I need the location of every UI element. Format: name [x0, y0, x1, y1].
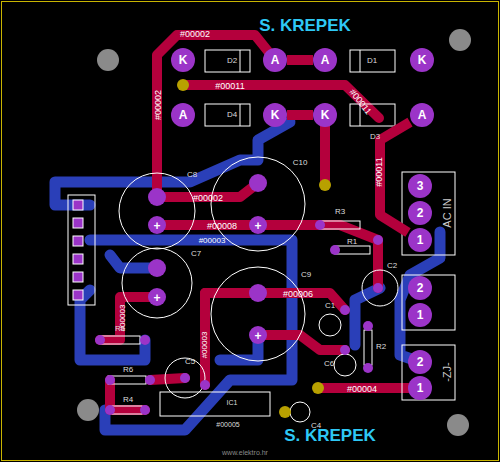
pad-label: 2: [417, 282, 424, 294]
silkscreen-label: +: [254, 330, 261, 342]
pad-label: A: [179, 109, 188, 121]
author-text: S. KREPEK: [284, 427, 376, 444]
silkscreen-label: C7: [191, 250, 201, 258]
net-name: #00004: [347, 385, 377, 394]
net-name: #00002: [193, 194, 223, 203]
pad-label: 1: [417, 234, 424, 246]
pad-label: 1: [417, 309, 424, 321]
silkscreen-label: +: [153, 292, 160, 304]
net-name: #00008: [207, 222, 237, 231]
solder-pad: 3: [408, 174, 432, 198]
silkscreen-label: AC IN: [442, 198, 453, 227]
pad-label: K: [271, 109, 280, 121]
solder-pad: 1: [408, 303, 432, 327]
pad-label: K: [321, 109, 330, 121]
silkscreen-label: R2: [376, 343, 386, 351]
net-name: #00011: [375, 157, 384, 186]
pad-label: A: [321, 54, 330, 66]
net-name: #00002: [180, 30, 210, 39]
pad-label: 2: [417, 207, 424, 219]
solder-pad: K: [313, 103, 337, 127]
net-name: #00005: [216, 421, 239, 428]
silkscreen-label: R1: [347, 238, 357, 246]
silkscreen-label: C9: [301, 271, 311, 279]
net-name: #00002: [154, 90, 163, 120]
net-name: #00011: [215, 82, 244, 91]
solder-pad: K: [263, 103, 287, 127]
solder-pad: A: [263, 48, 287, 72]
silkscreen-label: C8: [187, 171, 197, 179]
author-text: S. KREPEK: [259, 17, 351, 34]
solder-pad: 1: [408, 228, 432, 252]
silkscreen-label: R4: [123, 396, 133, 404]
solder-pad: A: [313, 48, 337, 72]
net-name: #00006: [283, 290, 313, 299]
copper-trace: [380, 122, 410, 232]
silkscreen-label: D3: [370, 133, 380, 141]
solder-pad: 1: [408, 376, 432, 400]
silkscreen-label: R3: [335, 208, 345, 216]
silkscreen-label: D4: [227, 111, 237, 119]
pad-label: 1: [417, 382, 424, 394]
net-name: #00003: [201, 332, 209, 359]
pad-label: K: [418, 54, 427, 66]
silkscreen-label: C10: [293, 159, 308, 167]
silkscreen-label: C5: [185, 358, 195, 366]
silkscreen-label: D2: [227, 57, 237, 65]
silkscreen-label: +: [153, 220, 160, 232]
solder-pad: A: [171, 103, 195, 127]
copper-trace: [287, 110, 313, 120]
silkscreen-label: -ZJ-: [442, 362, 453, 382]
solder-pad: 2: [408, 201, 432, 225]
pad-label: 3: [417, 180, 424, 192]
copper-trace: [287, 55, 313, 65]
silkscreen-label: +: [254, 220, 261, 232]
solder-pad: 2: [408, 350, 432, 374]
net-name: #00003: [199, 237, 226, 245]
silkscreen-label: R6: [123, 366, 133, 374]
solder-pad: 2: [408, 276, 432, 300]
silkscreen-label: IC1: [227, 399, 238, 406]
silkscreen-label: R5: [115, 325, 125, 333]
pad-label: 2: [417, 356, 424, 368]
silkscreen-label: C6: [324, 360, 334, 368]
solder-pad: K: [171, 48, 195, 72]
pad-label: A: [271, 54, 280, 66]
pad-label: K: [179, 54, 188, 66]
silkscreen-label: www.elektro.hr: [222, 449, 268, 456]
solder-pad: A: [410, 103, 434, 127]
pad-label: A: [418, 109, 427, 121]
silkscreen-label: D1: [367, 57, 377, 65]
silkscreen-label: C2: [387, 262, 397, 270]
silkscreen-label: C1: [325, 302, 335, 310]
solder-pad: K: [410, 48, 434, 72]
